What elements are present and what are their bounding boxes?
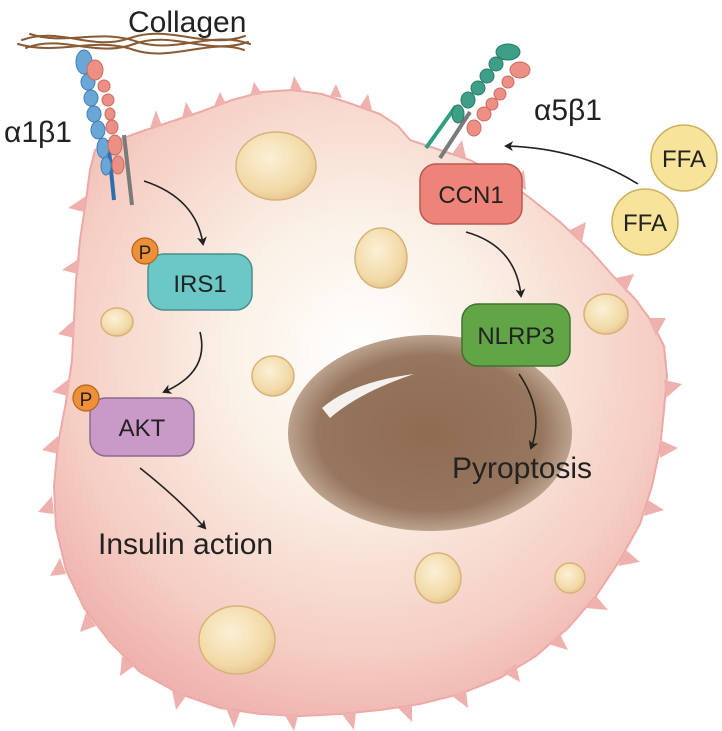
phospho-irs1-label: P bbox=[139, 243, 152, 264]
lipid-droplet bbox=[414, 552, 462, 604]
ffa-label-2: FFA bbox=[623, 210, 667, 237]
phospho-akt-badge bbox=[72, 384, 100, 412]
lipid-droplet bbox=[251, 355, 295, 397]
nlrp3-box bbox=[461, 303, 571, 367]
lipid-droplet bbox=[100, 307, 134, 337]
akt-label: AKT bbox=[119, 415, 166, 442]
nlrp3-label: NLRP3 bbox=[477, 323, 554, 350]
irs1-label: IRS1 bbox=[173, 271, 226, 298]
ffa-label-1: FFA bbox=[662, 146, 706, 173]
pyroptosis-label: Pyroptosis bbox=[452, 452, 592, 485]
integrin-a1b1 bbox=[75, 49, 134, 206]
arrow-nlrp3-to-pyroptosis bbox=[518, 373, 539, 450]
lipid-droplet bbox=[354, 227, 408, 289]
collagen-label: Collagen bbox=[128, 6, 246, 39]
phospho-irs1-badge bbox=[131, 237, 159, 265]
nucleus bbox=[288, 335, 572, 531]
arrow-ffa-to-integrin bbox=[504, 141, 639, 185]
lipid-droplet bbox=[583, 293, 629, 335]
insulin-action-label: Insulin action bbox=[98, 528, 273, 561]
arrow-integrin-to-irs1 bbox=[143, 180, 207, 246]
collagen-fiber bbox=[17, 32, 251, 55]
integrin-a5b1-label: α5β1 bbox=[534, 94, 602, 127]
ccn1-label: CCN1 bbox=[438, 182, 503, 209]
akt-box bbox=[89, 397, 195, 457]
phospho-akt-label: P bbox=[80, 390, 93, 411]
lipid-droplet bbox=[235, 131, 317, 201]
lipid-droplet bbox=[198, 605, 276, 675]
irs1-box bbox=[147, 253, 253, 311]
lipid-droplets bbox=[100, 131, 629, 675]
arrows bbox=[139, 141, 639, 530]
ccn1-box bbox=[419, 163, 523, 225]
integrin-a5b1 bbox=[424, 43, 531, 160]
integrin-a1b1-label: α1β1 bbox=[4, 116, 72, 149]
nucleus-highlight bbox=[322, 374, 414, 418]
lipid-droplet bbox=[554, 562, 586, 594]
arrow-irs1-to-akt bbox=[162, 331, 203, 394]
arrow-ccn1-to-nlrp3 bbox=[465, 231, 526, 298]
arrow-akt-to-insulin-action bbox=[139, 467, 207, 530]
ffa-circle-1 bbox=[650, 124, 718, 192]
ffa-circle-2 bbox=[611, 188, 679, 256]
